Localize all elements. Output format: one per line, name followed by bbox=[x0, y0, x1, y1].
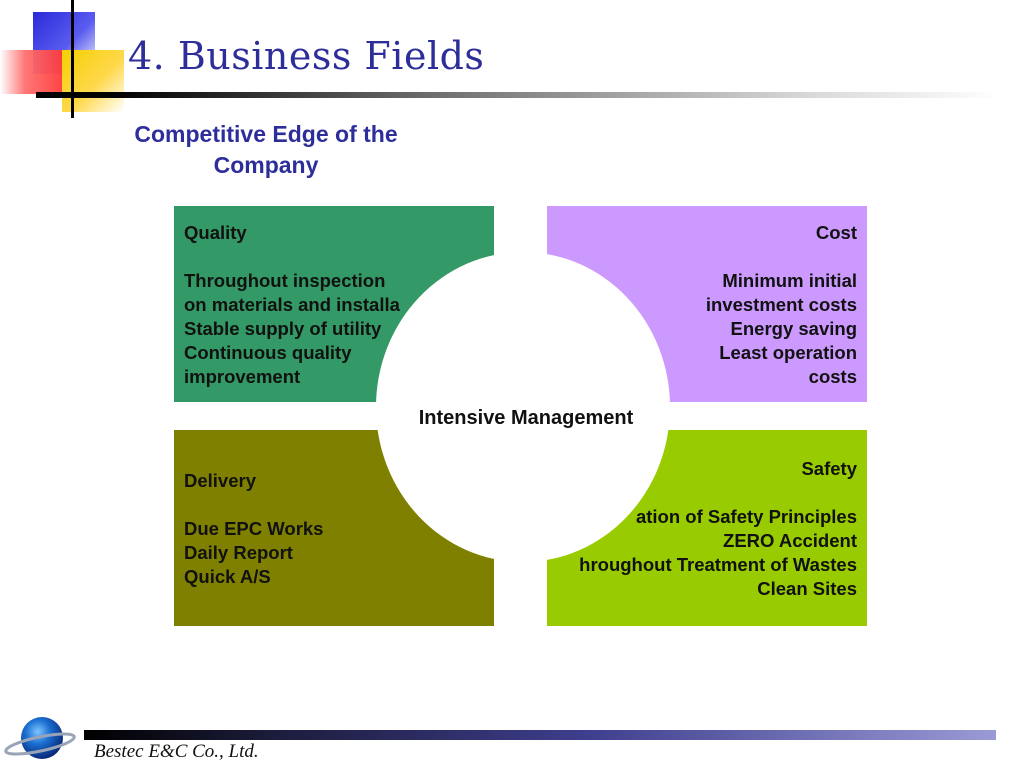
quadrant-item: ZERO Accident bbox=[723, 530, 857, 551]
quadrant-item: Stable supply of utility bbox=[184, 318, 382, 339]
diagram-subtitle: Competitive Edge of the Company bbox=[134, 121, 398, 178]
globe-logo-icon bbox=[4, 717, 76, 759]
center-label: Intensive Management bbox=[418, 407, 634, 429]
quadrant-item: investment costs bbox=[705, 294, 857, 315]
center-circle bbox=[376, 252, 670, 562]
quadrant-item: Due EPC Works bbox=[184, 518, 324, 539]
title-underline bbox=[36, 92, 1000, 98]
quadrant-heading: Delivery bbox=[184, 470, 256, 491]
quadrant-item: Minimum initial bbox=[722, 270, 857, 291]
decor-red-square bbox=[0, 50, 62, 94]
quadrant-item: Daily Report bbox=[184, 542, 293, 563]
quadrant-item: Least operation bbox=[719, 342, 857, 363]
quadrant-item: Continuous quality bbox=[184, 342, 352, 363]
quadrant-item: Quick A/S bbox=[184, 566, 271, 587]
quadrant-heading: Quality bbox=[184, 222, 247, 243]
quadrant-item: costs bbox=[808, 366, 857, 387]
quadrant-item: on materials and installa bbox=[184, 294, 400, 315]
company-name: Bestec E&C Co., Ltd. bbox=[94, 741, 259, 762]
quadrant-item: Throughout inspection bbox=[184, 270, 386, 291]
quadrant-heading: Cost bbox=[815, 222, 857, 243]
quadrant-item: improvement bbox=[184, 366, 301, 387]
footer-bar bbox=[84, 730, 996, 740]
quadrant-item: ation of Safety Principles bbox=[635, 506, 857, 527]
quadrant-heading: Safety bbox=[801, 458, 857, 479]
quadrant-item: Energy saving bbox=[730, 318, 857, 339]
quadrant-item: hroughout Treatment of Wastes bbox=[579, 554, 857, 575]
page-title: 4. Business Fields bbox=[128, 34, 485, 78]
decor-vertical-line bbox=[71, 0, 74, 118]
quadrant-item: Clean Sites bbox=[757, 578, 857, 599]
